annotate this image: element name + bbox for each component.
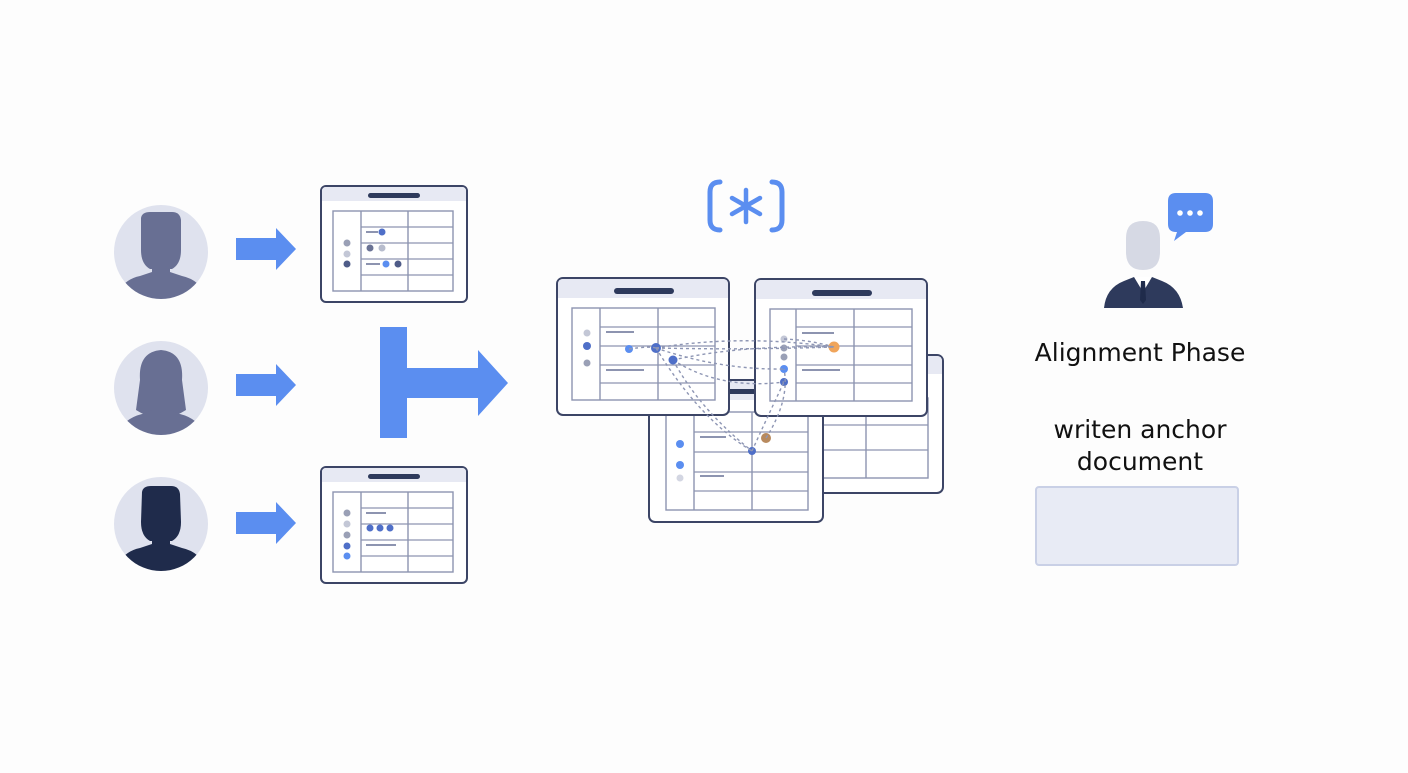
bracket-asterisk-icon <box>707 179 785 233</box>
arrow-right-icon <box>236 228 296 270</box>
document-stack-front-right <box>754 278 928 417</box>
participant-male <box>114 205 208 299</box>
person-dark-icon <box>114 486 208 571</box>
person-female-icon <box>114 350 208 435</box>
participant-female <box>114 341 208 435</box>
document-stack-front-left <box>556 277 730 416</box>
connection-node <box>668 355 678 365</box>
presenter-speech-bubble-icon <box>1104 193 1213 308</box>
anchor-document-box <box>1035 486 1239 566</box>
alignment-connections <box>628 338 835 452</box>
person-male-icon <box>114 212 208 299</box>
alignment-phase-label: Alignment Phase <box>1034 338 1246 367</box>
participant-dark <box>114 477 208 571</box>
anchor-document-label: writen anchor document <box>1053 415 1227 476</box>
merge-arrow-icon <box>380 327 508 438</box>
document-bottom <box>320 466 468 584</box>
arrow-right-icon <box>236 502 296 544</box>
arrow-right-icon <box>236 364 296 406</box>
document-top <box>320 185 468 303</box>
